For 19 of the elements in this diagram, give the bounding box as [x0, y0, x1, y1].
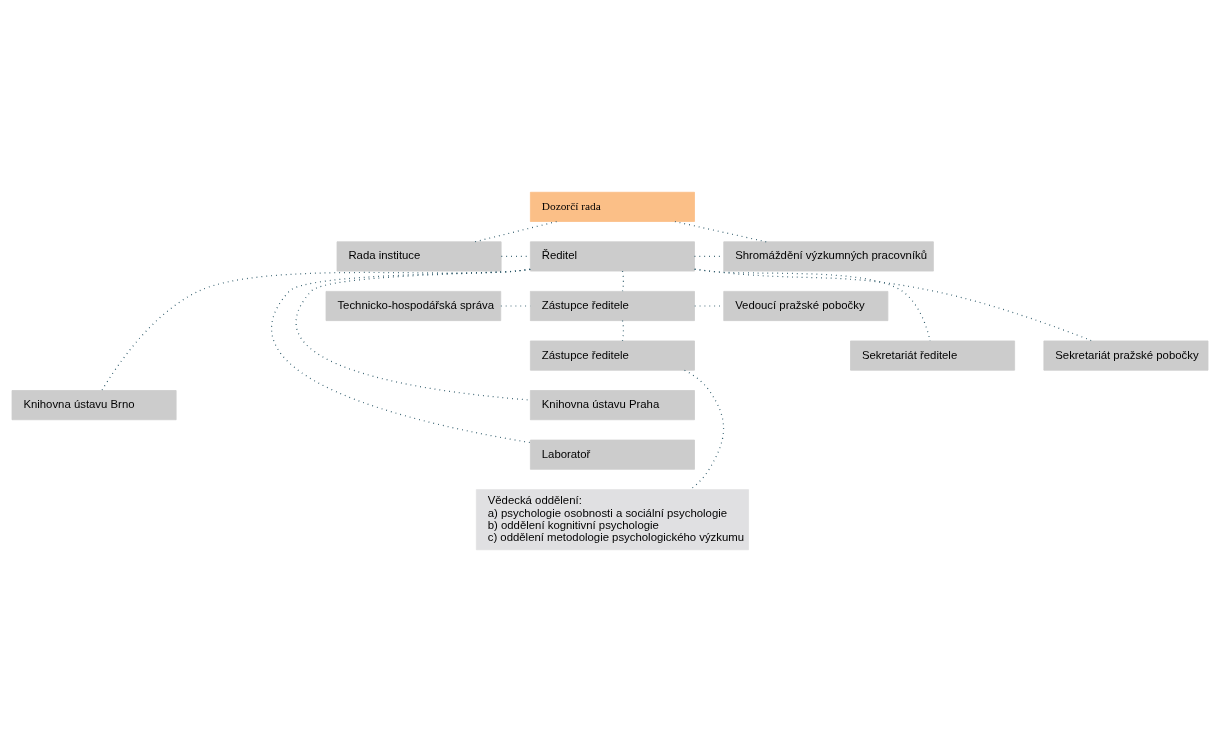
connector	[684, 369, 725, 491]
connector	[674, 220, 767, 243]
node-box: Dozorčí rada	[529, 191, 695, 222]
node-box: Laboratoř	[529, 439, 695, 470]
node-box: Sekretariát ředitele	[850, 340, 1016, 371]
node-box: Zástupce ředitele	[529, 340, 695, 371]
node-box: Technicko-hospodářská správa	[325, 290, 502, 322]
node-box: Rada instituce	[336, 241, 502, 272]
node-box: Zástupce ředitele	[529, 290, 695, 322]
node-box: Vědecká oddělení: a) psychologie osobnosti a sociální psychologie b) oddělení kognitivní psychologie c) oddělení metodologie psychologického výzkumu	[475, 489, 749, 551]
node-box: Knihovna ústavu Brno	[11, 390, 177, 421]
connector	[621, 270, 624, 292]
node-box: Sekretariát pražské pobočky	[1043, 340, 1209, 371]
node-box: Vedoucí pražské pobočky	[723, 290, 889, 322]
connector	[271, 268, 531, 444]
node-box: Shromáždění výzkumných pracovníků	[723, 241, 934, 272]
node-box: Knihovna ústavu Praha	[529, 390, 695, 421]
connector	[621, 320, 624, 342]
node-box: Ředitel	[529, 241, 695, 272]
